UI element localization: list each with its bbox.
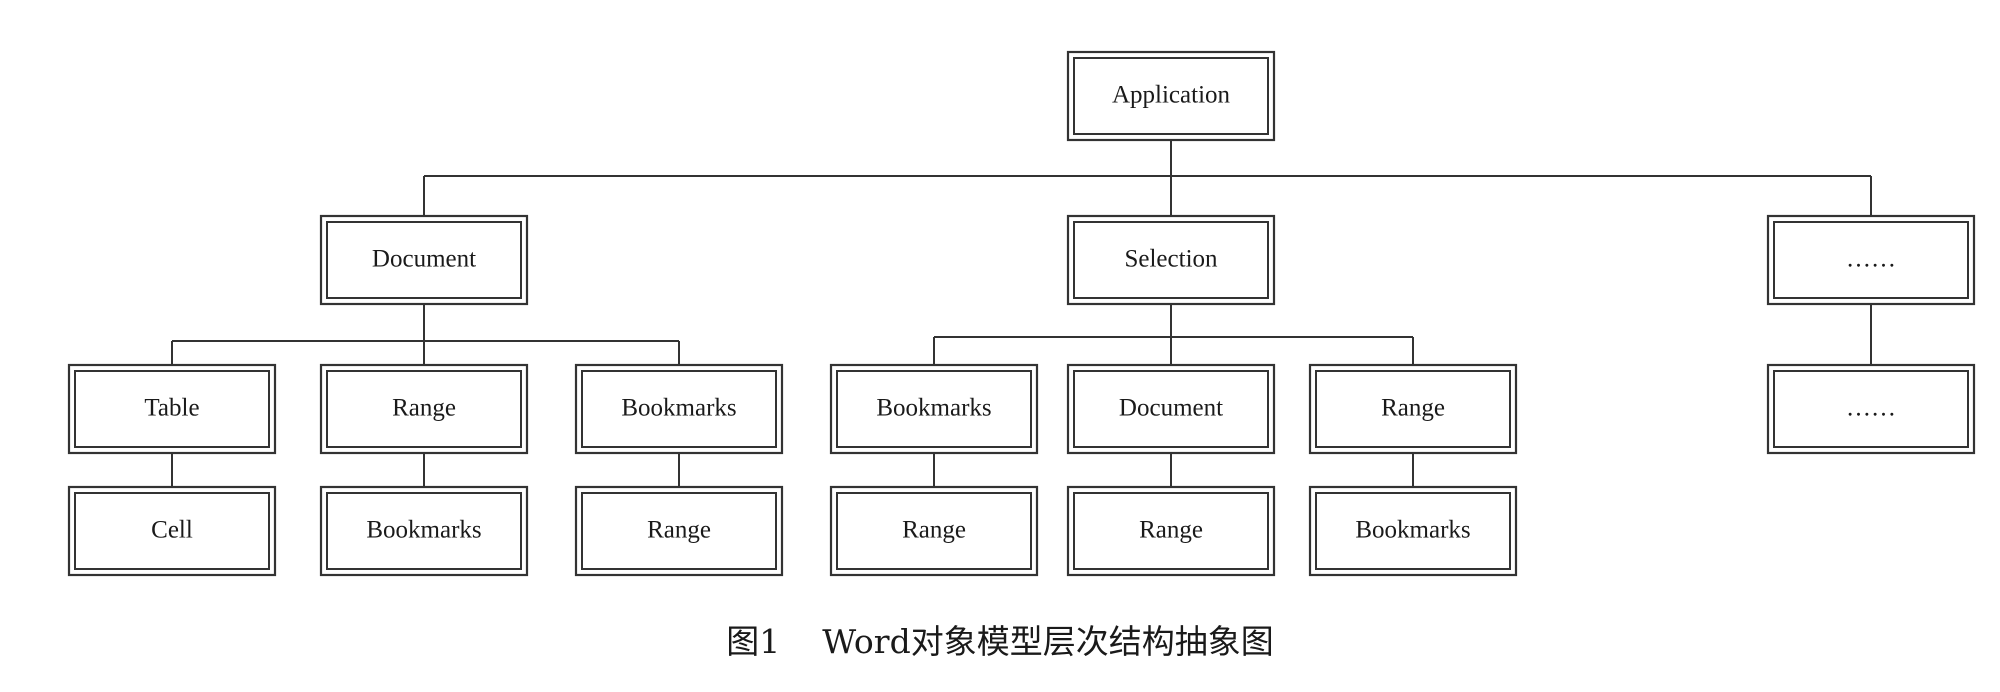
node-label-cell: Cell [151,517,193,544]
node-inner-border [1315,492,1511,570]
node-label-bookmarks: Bookmarks [1355,517,1470,544]
caption-text: Word对象模型层次结构抽象图 [822,622,1274,661]
node-inner-border [1315,370,1511,448]
node-inner-border [1073,492,1269,570]
node-range-5: Range [1066,485,1276,577]
node-outer-border [67,485,277,577]
node-bookmarks-4: Bookmarks [1308,485,1518,577]
node-document-2: Document [1066,363,1276,455]
node-range-2: Range [1308,363,1518,455]
node-inner-border [326,221,522,299]
node-label-range: Range [1381,395,1445,422]
node-range-3: Range [574,485,784,577]
node-ellipsis-top: …… [1766,214,1976,306]
figure-caption: 图1 Word对象模型层次结构抽象图 [0,615,2000,663]
connector-lines [171,140,1872,487]
node-label-range: Range [647,517,711,544]
node-outer-border [1766,363,1976,455]
node-inner-border [1073,370,1269,448]
node-inner-border [836,370,1032,448]
node-label-application: Application [1112,82,1231,109]
node-application: Application [1066,50,1276,142]
node-label-document: Document [372,246,476,273]
node-bookmarks-3: Bookmarks [319,485,529,577]
node-inner-border [1073,57,1269,135]
node-inner-border [1073,221,1269,299]
node-inner-border [836,492,1032,570]
node-range-1: Range [319,363,529,455]
node-inner-border [581,492,777,570]
node-label-bookmarks: Bookmarks [621,395,736,422]
node-outer-border [319,485,529,577]
node-label-range: Range [902,517,966,544]
node-label-ellipsis: …… [1846,395,1896,422]
node-label-bookmarks: Bookmarks [366,517,481,544]
node-outer-border [1766,214,1976,306]
node-inner-border [74,370,270,448]
node-outer-border [1308,363,1518,455]
node-label-bookmarks: Bookmarks [876,395,991,422]
node-bookmarks-1: Bookmarks [574,363,784,455]
node-selection: Selection [1066,214,1276,306]
node-outer-border [319,363,529,455]
node-ellipsis-bottom: …… [1766,363,1976,455]
node-inner-border [1773,221,1969,299]
node-outer-border [1066,214,1276,306]
node-document: Document [319,214,529,306]
node-label-selection: Selection [1124,246,1218,273]
node-outer-border [829,363,1039,455]
node-range-4: Range [829,485,1039,577]
node-label-range: Range [392,395,456,422]
node-inner-border [74,492,270,570]
node-inner-border [326,492,522,570]
node-outer-border [1066,363,1276,455]
node-label-ellipsis: …… [1846,246,1896,273]
node-outer-border [574,363,784,455]
node-outer-border [1308,485,1518,577]
node-outer-border [829,485,1039,577]
node-inner-border [581,370,777,448]
node-inner-border [1773,370,1969,448]
node-outer-border [1066,50,1276,142]
node-bookmarks-2: Bookmarks [829,363,1039,455]
node-inner-border [326,370,522,448]
node-outer-border [574,485,784,577]
node-outer-border [1066,485,1276,577]
node-table: Table [67,363,277,455]
node-label-range: Range [1139,517,1203,544]
figure-number: 图1 [726,622,781,661]
node-outer-border [67,363,277,455]
node-label-document: Document [1119,395,1223,422]
node-label-table: Table [144,395,199,422]
node-cell: Cell [67,485,277,577]
node-outer-border [319,214,529,306]
